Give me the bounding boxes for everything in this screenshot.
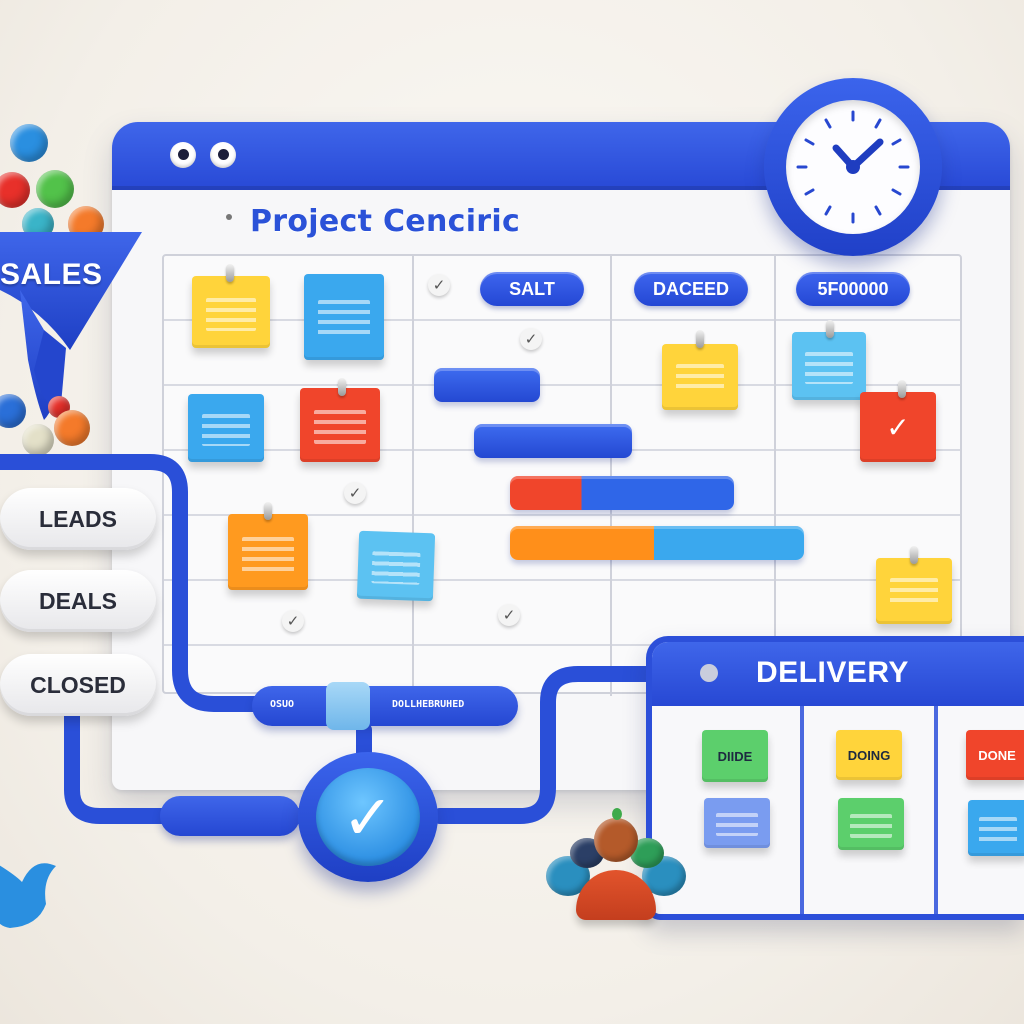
pin-icon xyxy=(826,320,834,338)
window-control-dot[interactable] xyxy=(210,142,236,168)
funnel-label: SALES xyxy=(0,258,103,291)
column-divider xyxy=(774,256,776,696)
sticky-note[interactable] xyxy=(300,388,380,462)
pipe-segment xyxy=(160,796,300,836)
gantt-bar[interactable] xyxy=(474,424,632,458)
project-title: Project Cenciric xyxy=(250,204,521,239)
sticky-note[interactable] xyxy=(228,514,308,590)
leaf-icon xyxy=(612,808,622,820)
column-divider xyxy=(800,706,804,916)
sticky-note[interactable] xyxy=(792,332,866,400)
window-control-dot[interactable] xyxy=(170,142,196,168)
checkmark-icon[interactable]: ✓ xyxy=(344,482,366,504)
pin-icon xyxy=(898,380,906,398)
approval-check[interactable]: ✓ xyxy=(298,752,438,882)
column-header-salt[interactable]: SALT xyxy=(480,272,584,306)
sticky-note[interactable] xyxy=(188,394,264,462)
clock-icon xyxy=(764,78,942,256)
pin-icon xyxy=(226,264,234,282)
checkmark-icon[interactable]: ✓ xyxy=(428,274,450,296)
pin-icon xyxy=(264,502,272,520)
sticky-note[interactable] xyxy=(662,344,738,410)
clock-dial xyxy=(796,110,910,224)
connector-label: DOLLHEBRUHED xyxy=(392,699,465,710)
delivery-column-label-todo[interactable]: DIIDE xyxy=(702,730,768,782)
pin-icon xyxy=(910,546,918,564)
gantt-bar[interactable] xyxy=(434,368,540,402)
sticky-note[interactable] xyxy=(968,800,1024,856)
pin-icon xyxy=(226,214,232,220)
sticky-note-done[interactable]: ✓ xyxy=(860,392,936,462)
pipeline-connector xyxy=(0,454,658,824)
connector-small-label: OSUO xyxy=(270,699,295,710)
sticky-note[interactable] xyxy=(192,276,270,348)
checkmark-icon[interactable]: ✓ xyxy=(498,604,520,626)
sticky-note[interactable] xyxy=(304,274,384,360)
person-icon xyxy=(594,818,638,862)
pin-icon xyxy=(696,330,704,348)
window-control-dot[interactable] xyxy=(700,664,718,682)
checkmark-icon[interactable]: ✓ xyxy=(282,610,304,632)
ball-icon xyxy=(0,394,26,428)
gantt-bar[interactable] xyxy=(510,476,734,510)
delivery-title: DELIVERY xyxy=(756,656,909,689)
sticky-note[interactable] xyxy=(704,798,770,848)
checkmark-icon: ✓ xyxy=(316,768,420,866)
pin-icon xyxy=(338,378,346,396)
ball-icon xyxy=(54,410,90,446)
column-header-5f00000[interactable]: 5F00000 xyxy=(796,272,910,306)
column-divider xyxy=(412,256,414,696)
gantt-bar[interactable] xyxy=(510,526,804,560)
funnel-icon xyxy=(0,230,150,420)
connector-sleeve xyxy=(326,682,370,730)
ball-icon xyxy=(0,172,30,208)
stage-pill-deals[interactable]: DEALS xyxy=(0,570,156,632)
sticky-note[interactable] xyxy=(838,798,904,850)
ball-icon xyxy=(36,170,74,208)
column-header-daceed[interactable]: DACEED xyxy=(634,272,748,306)
delivery-column-label-doing[interactable]: DOING xyxy=(836,730,902,780)
delivery-window: DELIVERY DIIDE DOING DONE xyxy=(646,636,1024,920)
bird-icon xyxy=(0,852,58,930)
checkmark-icon[interactable]: ✓ xyxy=(520,328,542,350)
team-icon xyxy=(546,806,686,922)
stage-pill-closed[interactable]: CLOSED xyxy=(0,654,156,716)
sticky-note[interactable] xyxy=(876,558,952,624)
handoff-connector[interactable]: OSUO DOLLHEBRUHED xyxy=(252,682,518,730)
clock-face xyxy=(786,100,920,234)
delivery-header: DELIVERY xyxy=(652,642,1024,706)
delivery-column-label-done[interactable]: DONE xyxy=(966,730,1024,780)
stage-pill-leads[interactable]: LEADS xyxy=(0,488,156,550)
ball-icon xyxy=(10,124,48,162)
ball-icon xyxy=(22,424,54,456)
column-divider xyxy=(934,706,938,916)
